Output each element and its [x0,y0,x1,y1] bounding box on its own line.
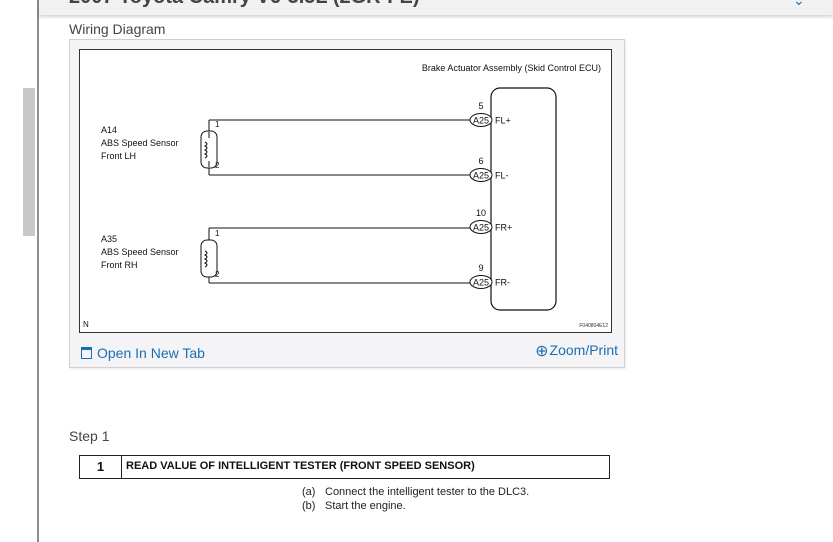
panel-border [37,0,39,542]
svg-text:FR+: FR+ [495,223,512,233]
step-number: 1 [80,456,122,478]
sensor-lh-side: Front LH [101,151,136,161]
figure-toolbar: Open In New Tab ⊕Zoom/Print [70,336,624,366]
sub-step-text: Connect the intelligent tester to the DL… [325,486,530,498]
svg-text:6: 6 [478,156,483,166]
open-in-new-tab-link[interactable]: Open In New Tab [81,345,205,361]
svg-text:FL-: FL- [495,171,509,181]
zoom-print-label: Zoom/Print [549,342,618,358]
wiring-diagram: Brake Actuator Assembly (Skid Control EC… [79,49,612,333]
step-title: READ VALUE OF INTELLIGENT TESTER (FRONT … [126,460,475,472]
svg-text:A25: A25 [473,223,489,233]
sub-step-list: (a) Connect the intelligent tester to the… [302,485,529,513]
section-label: Wiring Diagram [69,21,166,37]
step-label: Step 1 [69,428,110,444]
zoom-icon: ⊕ [535,343,549,360]
sensor-rh-code: A35 [101,234,117,244]
terminal-fl-plus: 5 A25 FL+ [469,101,511,127]
sensor-rh-name: ABS Speed Sensor [101,247,179,257]
coil-icon [203,141,208,159]
svg-text:A25: A25 [473,278,489,288]
chevron-icon[interactable]: ⌄ [793,0,805,8]
sensor-lh: A14 ABS Speed Sensor Front LH 1 2 [101,120,220,175]
scrollbar-thumb[interactable] [23,88,35,236]
svg-text:A25: A25 [473,116,489,126]
pin-label: 1 [215,120,220,129]
wiring-diagram-figure: Brake Actuator Assembly (Skid Control EC… [69,39,625,368]
sensor-rh: A35 ABS Speed Sensor Front RH 1 2 [101,228,220,283]
ecu-box [490,87,557,311]
page-title: 2007 Toyota Camry V6-3.5L (2GR-FE) [69,0,420,9]
list-item: (b) Start the engine. [302,499,529,513]
sensor-lh-name: ABS Speed Sensor [101,138,179,148]
pin-label: 2 [215,270,220,279]
svg-text:5: 5 [478,101,483,111]
corner-label: N [83,320,89,329]
coil-icon [203,250,208,268]
sensor-rh-side: Front RH [101,260,138,270]
sub-step-tag: (b) [302,500,316,512]
svg-text:A25: A25 [473,171,489,181]
terminal-fr-plus: 10 A25 FR+ [469,208,512,234]
ecu-title: Brake Actuator Assembly (Skid Control EC… [422,63,601,73]
wiring-diagram-svg: Brake Actuator Assembly (Skid Control EC… [83,63,608,329]
step-header-table: 1 READ VALUE OF INTELLIGENT TESTER (FRON… [79,455,610,479]
sub-step-text: Start the engine. [325,500,406,512]
zoom-print-link[interactable]: ⊕Zoom/Print [535,341,618,361]
terminal-fr-minus: 9 A25 FR- [469,263,510,289]
left-gutter [0,0,37,542]
sensor-lh-code: A14 [101,125,117,135]
sub-step-tag: (a) [302,486,316,498]
svg-text:10: 10 [476,208,486,218]
list-item: (a) Connect the intelligent tester to the… [302,485,529,499]
svg-text:9: 9 [478,263,483,273]
pin-label: 2 [215,161,220,170]
new-tab-icon [81,347,92,360]
svg-text:FR-: FR- [495,278,510,288]
svg-text:FL+: FL+ [495,116,511,126]
pin-label: 1 [215,229,220,238]
open-in-new-tab-label: Open In New Tab [97,345,205,361]
terminal-fl-minus: 6 A25 FL- [469,156,509,182]
header-bar: 2007 Toyota Camry V6-3.5L (2GR-FE) ⌄ [39,0,833,15]
figure-code: F040804E12 [579,323,608,329]
